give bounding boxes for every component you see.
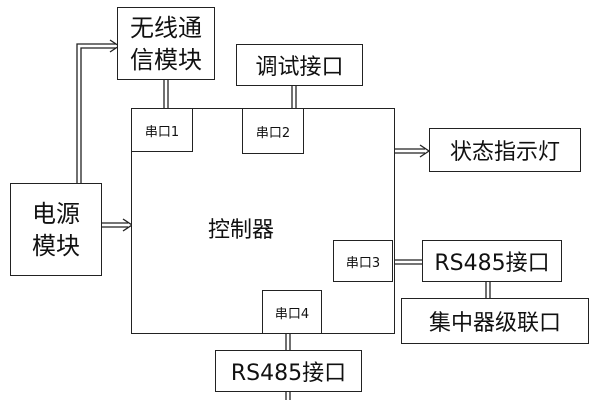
wireless-module-box: 无线通 信模块 (117, 7, 215, 80)
rs485-interface-bottom: RS485接口 (215, 350, 362, 392)
power-to-wireless-connector (76, 39, 121, 183)
concentrator-cascade-port: 集中器级联口 (401, 298, 589, 344)
power-module-box: 电源 模块 (10, 183, 102, 276)
debug-interface-box: 调试接口 (236, 44, 363, 86)
serial-port-1: 串口1 (131, 108, 193, 152)
serial-port-2: 串口2 (242, 108, 304, 154)
controller-label: 控制器 (208, 218, 275, 243)
port1-to-wireless-connector (163, 80, 169, 108)
rs485-bottom-outgoing-line (285, 392, 291, 400)
port3-to-rs485-connector (393, 259, 422, 265)
serial-port-3: 串口3 (333, 240, 393, 282)
power-to-controller-connector (102, 218, 134, 232)
rs485-interface-right: RS485接口 (422, 240, 562, 282)
controller-to-status-connector (395, 144, 431, 158)
port4-to-rs485-bottom-connector (285, 334, 291, 350)
rs485-to-concentrator-connector (485, 282, 491, 298)
port2-to-debug-connector (291, 86, 297, 108)
status-indicator-box: 状态指示灯 (429, 128, 581, 172)
serial-port-4: 串口4 (262, 290, 322, 334)
